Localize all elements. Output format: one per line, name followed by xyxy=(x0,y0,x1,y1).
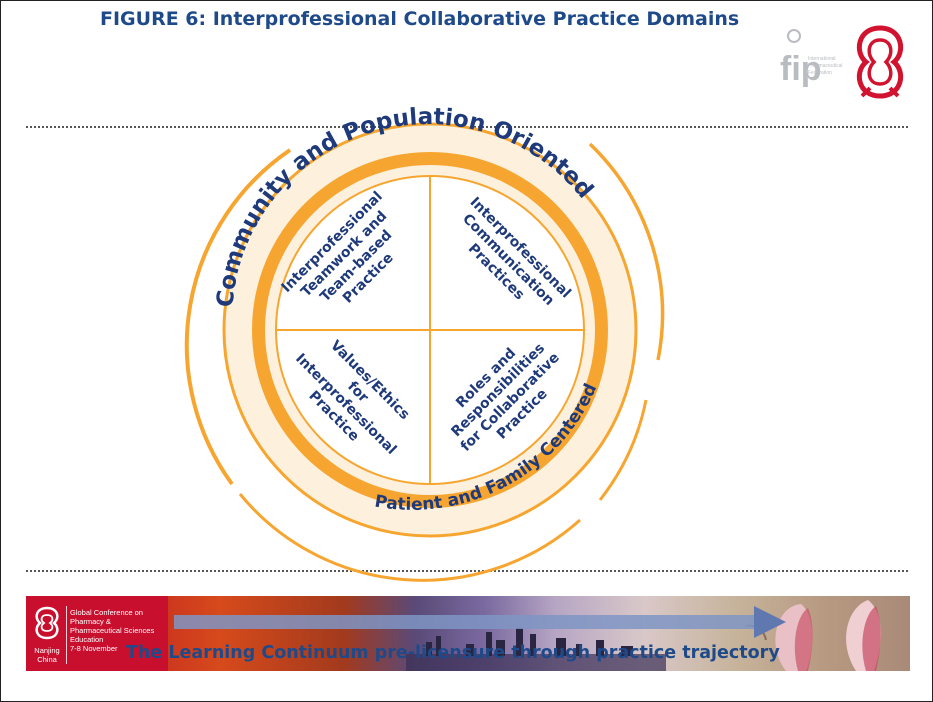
brand-line-1: Global Conference on xyxy=(70,608,143,617)
conference-banner: Global Conference on Pharmacy & Pharmace… xyxy=(26,596,910,671)
banner-caption: The Learning Continuum pre-licensure thr… xyxy=(126,643,780,663)
brand-line-2: Pharmacy & xyxy=(70,617,111,626)
logos: fip International Pharmaceutical Federat… xyxy=(780,25,904,99)
city-skyline-image xyxy=(406,628,666,671)
fip-logo: fip International Pharmaceutical Federat… xyxy=(780,29,842,88)
outer-arc-left xyxy=(184,148,292,486)
brand-line-4: Education xyxy=(70,635,104,644)
bottom-divider xyxy=(26,570,908,572)
progress-arrow xyxy=(174,606,786,638)
fip-logo-mark: fip xyxy=(780,50,822,88)
outer-arc-right xyxy=(588,142,665,361)
knot-emblem-icon xyxy=(856,25,904,99)
figure-title: FIGURE 6: Interprofessional Collaborativ… xyxy=(100,8,740,30)
brand-divider xyxy=(66,606,67,664)
magnolia-flower-image xyxy=(746,600,881,671)
fip-logo-text-1: International xyxy=(808,56,836,62)
brand-line-5: 7-8 November xyxy=(70,644,118,653)
brand-line-3: Pharmaceutical Sciences xyxy=(70,626,155,635)
brand-city-line-1: Nanjing xyxy=(34,646,60,655)
brand-city-line-2: China xyxy=(37,655,57,664)
fip-logo-text-3: Federation xyxy=(808,70,832,76)
conference-emblem-icon xyxy=(35,606,59,640)
outer-arc-bottom-right xyxy=(598,399,648,501)
brand-text: Global Conference on Pharmacy & Pharmace… xyxy=(70,608,154,653)
outer-arc-bottom xyxy=(238,493,582,582)
brand-city: Nanjing China xyxy=(30,646,64,664)
banner-brand: Global Conference on Pharmacy & Pharmace… xyxy=(30,602,164,666)
fip-logo-text-2: Pharmaceutical xyxy=(808,63,842,69)
